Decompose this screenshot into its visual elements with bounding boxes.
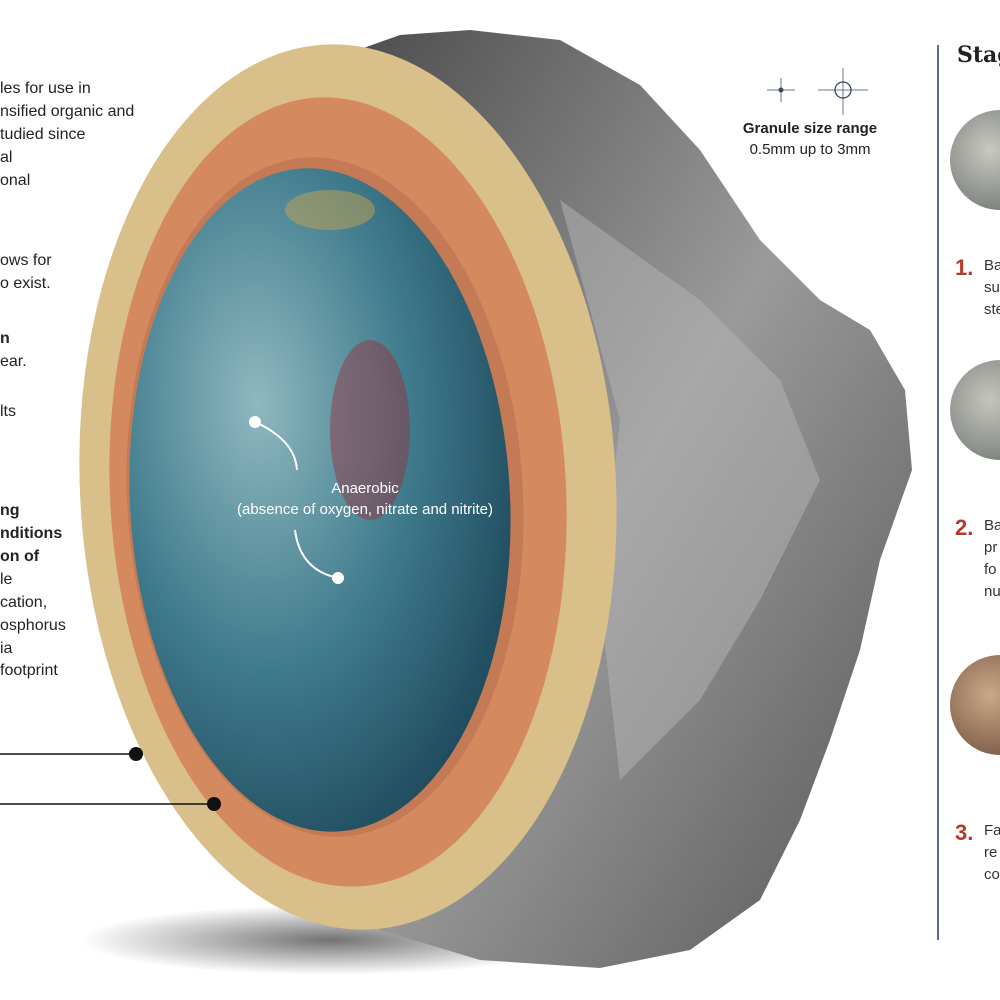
label-dot-bottom <box>332 572 344 584</box>
stage-1-text: Ba su ste <box>984 255 1000 321</box>
stage-text-line: re <box>984 844 998 861</box>
label-arc-bottom <box>294 529 339 579</box>
stage-text-line: pr <box>984 539 998 556</box>
stage-3-number: 3. <box>955 820 974 845</box>
stage-1-number: 1. <box>955 255 974 280</box>
core-sublabel: (absence of oxygen, nitrate and nitrite) <box>237 501 493 518</box>
para3-line: ear. <box>0 353 27 370</box>
core-yellow-patch <box>285 190 375 230</box>
intro-line: tudied since <box>0 126 86 143</box>
core-red-patch <box>330 340 410 520</box>
size-legend-range: 0.5mm up to 3mm <box>749 141 871 158</box>
stage-text-line: co <box>984 866 1000 883</box>
intro-line: les for use in <box>0 80 91 97</box>
para5-line: le <box>0 571 13 588</box>
anaerobic-core <box>129 168 511 832</box>
stage-text-line: nu <box>984 583 1000 600</box>
core-label: Anaerobic <box>331 480 399 497</box>
intro-line: nsified organic and <box>0 103 135 120</box>
label-arc-top <box>254 421 298 471</box>
para5-line: cation, <box>0 594 48 611</box>
para5-bold-line: nditions <box>0 525 63 542</box>
para5-bold-line: on of <box>0 548 40 565</box>
stage-text-line: su <box>984 279 1000 296</box>
para4-line: lts <box>0 403 16 420</box>
size-legend-title: Granule size range <box>742 120 878 137</box>
callout-dot-inner <box>207 797 221 811</box>
large-granule-icon <box>834 81 852 99</box>
stages-title: Stag <box>957 42 1000 68</box>
panel-divider <box>937 45 939 940</box>
stage-3-text: Fa re co <box>984 820 1000 886</box>
anaerobic-label: Anaerobic (absence of oxygen, nitrate an… <box>225 478 505 520</box>
para2-line: ows for <box>0 252 52 269</box>
label-dot-top <box>249 416 261 428</box>
stage-2-number: 2. <box>955 515 974 540</box>
para5-line: footprint <box>0 662 58 679</box>
stage-text-line: fo <box>984 561 997 578</box>
para3-bold-line: n <box>0 330 10 347</box>
rock-highlight <box>560 200 820 780</box>
para5-bold-line: ng <box>0 502 20 519</box>
granule-size-legend: Granule size range 0.5mm up to 3mm <box>720 118 900 160</box>
stage-text-line: Ba <box>984 517 1000 534</box>
stage-2-text: Ba pr fo nu <box>984 515 1000 603</box>
intro-line: al <box>0 149 13 166</box>
stage-text-line: ste <box>984 301 1000 318</box>
callout-dot-outer <box>129 747 143 761</box>
stage-text-line: Fa <box>984 822 1000 839</box>
small-granule-icon <box>778 87 784 93</box>
stage-text-line: Ba <box>984 257 1000 274</box>
para2-line: o exist. <box>0 275 51 292</box>
para5-line: osphorus <box>0 617 66 634</box>
para5-line: ia <box>0 640 13 657</box>
intro-line: onal <box>0 172 31 189</box>
